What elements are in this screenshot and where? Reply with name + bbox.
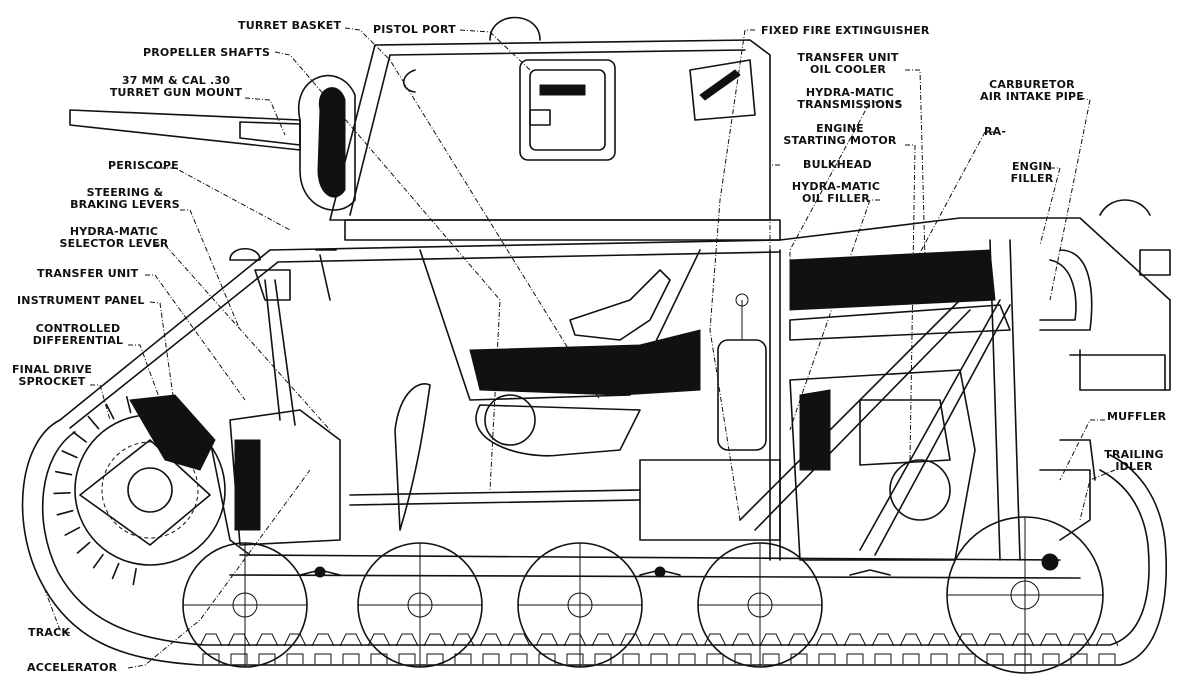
- track-link: [199, 633, 223, 664]
- label-final-drive-sprocket: FINAL DRIVE SPROCKET: [11, 363, 93, 388]
- track-link: [339, 633, 363, 664]
- track-link: [843, 633, 867, 664]
- leader-lines: [44, 27, 1116, 669]
- sprocket-tooth: [105, 403, 115, 420]
- label-fixed-fire-extinguisher: FIXED FIRE EXTINGUISHER: [761, 24, 930, 37]
- track-link: [367, 633, 391, 664]
- sprocket-tooth: [64, 526, 81, 536]
- sprocket-tooth: [72, 431, 87, 443]
- track-link: [311, 633, 335, 664]
- label-transfer-unit: TRANSFER UNIT: [37, 267, 139, 280]
- turret-drawing: [69, 16, 781, 401]
- label-transfer-unit-oil-cooler: TRANSFER UNIT OIL COOLER: [797, 51, 899, 76]
- track-link: [423, 633, 447, 664]
- sprocket-tooth: [76, 541, 91, 554]
- track-link: [619, 633, 643, 664]
- label-track: TRACK: [28, 626, 71, 639]
- label-radiator: RA-: [984, 125, 1007, 138]
- label-hydra-matic-transmissions: HYDRA-MATIC TRANSMISSIONS: [797, 86, 903, 111]
- label-controlled-differential: CONTROLLED DIFFERENTIAL: [32, 322, 124, 347]
- sprocket-tooth: [53, 492, 71, 495]
- label-steering-braking-levers: STEERING & BRAKING LEVERS: [70, 186, 180, 211]
- track-link: [955, 633, 979, 664]
- track-link: [731, 633, 755, 664]
- label-muffler: MUFFLER: [1107, 410, 1167, 423]
- label-hydra-matic-oil-filler: HYDRA-MATIC OIL FILLER: [791, 180, 881, 205]
- track-link: [395, 633, 419, 664]
- label-hydra-matic-selector-lever: HYDRA-MATIC SELECTOR LEVER: [59, 225, 169, 250]
- label-carburetor-air-intake-pipe: CARBURETOR AIR INTAKE PIPE: [980, 78, 1084, 103]
- track-link: [507, 633, 531, 664]
- track-link: [815, 633, 839, 664]
- label-turret-gun-mount: 37 MM & CAL .30 TURRET GUN MOUNT: [109, 74, 243, 99]
- track-drawing: [21, 396, 1167, 666]
- label-engine-starting-motor: ENGINE STARTING MOTOR: [783, 122, 897, 147]
- sprocket-tooth: [56, 509, 74, 516]
- track-link: [675, 633, 699, 664]
- track-link: [227, 633, 251, 664]
- label-instrument-panel: INSTRUMENT PANEL: [17, 294, 145, 307]
- track-link: [647, 633, 671, 664]
- label-propeller-shafts: PROPELLER SHAFTS: [143, 46, 271, 59]
- sprocket-tooth: [132, 568, 137, 586]
- track-link: [759, 633, 783, 664]
- label-periscope: PERISCOPE: [108, 159, 179, 172]
- label-trailing-idler: TRAILING IDLER: [1104, 448, 1164, 473]
- sprocket-tooth: [61, 450, 78, 459]
- track-link: [1067, 633, 1091, 664]
- track-link: [899, 633, 923, 664]
- sprocket-tooth: [55, 470, 73, 476]
- sprocket-tooth: [87, 415, 100, 430]
- label-pistol-port: PISTOL PORT: [373, 23, 456, 36]
- track-link: [983, 633, 1007, 664]
- sprocket-tooth: [126, 396, 132, 414]
- track-link: [927, 633, 951, 664]
- label-turret-basket: TURRET BASKET: [238, 19, 342, 32]
- track-link: [787, 633, 811, 664]
- final-drive-sprocket-drawing: [74, 394, 226, 566]
- track-link: [283, 633, 307, 664]
- interior-drawing: [229, 239, 1096, 561]
- label-accelerator: ACCELERATOR: [27, 661, 118, 674]
- track-link: [535, 633, 559, 664]
- track-link: [1039, 633, 1063, 664]
- sprocket-tooth: [92, 553, 104, 569]
- road-wheels: [182, 516, 1104, 674]
- label-engine-filler: ENGIN FILLER: [1010, 160, 1054, 185]
- track-link: [1095, 633, 1119, 664]
- track-link: [563, 633, 587, 664]
- track-link: [1011, 633, 1035, 664]
- track-link: [479, 633, 503, 664]
- label-bulkhead: BULKHEAD: [803, 158, 872, 171]
- sprocket-tooth: [111, 562, 120, 580]
- track-link: [871, 633, 895, 664]
- track-link: [703, 633, 727, 664]
